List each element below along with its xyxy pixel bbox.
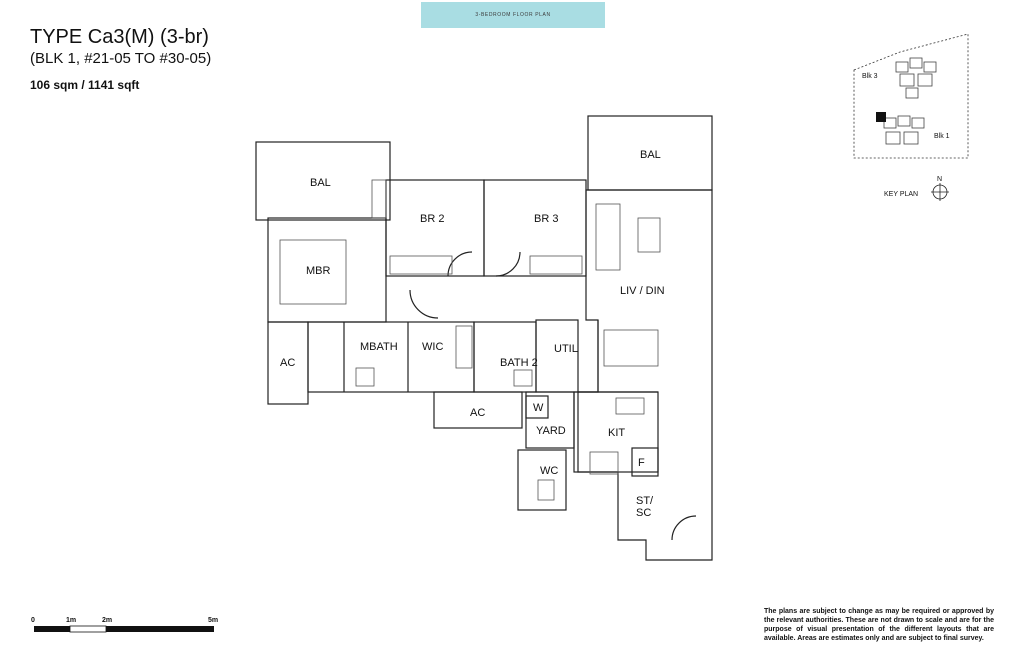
hob [589, 451, 619, 475]
room-label-liv-din: LIV / DIN [620, 285, 665, 297]
wardrobe-top [371, 179, 387, 219]
coffee-table [637, 217, 661, 253]
room-label-kit: KIT [608, 427, 625, 439]
scale-label-0: 0 [31, 617, 35, 624]
br3-bed [529, 255, 583, 275]
block-3-footprint [895, 57, 937, 99]
bedroom-3 [483, 179, 587, 277]
room-label-br2: BR 2 [420, 213, 444, 225]
room-label-bal-left: BAL [310, 177, 331, 189]
key-plan-blk3: Blk 3 [862, 73, 878, 80]
room-label-br3: BR 3 [534, 213, 558, 225]
wc-toilet [537, 479, 555, 501]
yard [525, 391, 575, 449]
key-plan-label: KEY PLAN [884, 191, 918, 198]
unit-type: TYPE Ca3(M) [30, 26, 155, 48]
room-label-yard: YARD [536, 425, 566, 437]
disclaimer: The plans are subject to change as may b… [764, 608, 994, 642]
master-bed [279, 239, 347, 305]
unit-type-title: TYPE Ca3(M) (3-br) [30, 26, 209, 49]
north-label: N [937, 176, 942, 183]
room-label-mbath: MBATH [360, 341, 398, 353]
scale-label-2m: 2m [102, 617, 112, 624]
fridge [631, 447, 659, 477]
room-label-st: ST/ [636, 495, 654, 507]
sofa [595, 203, 621, 271]
unit-area: 106 sqm / 1141 sqft [30, 78, 140, 92]
room-label-bath2: BATH 2 [500, 357, 538, 369]
floor-plan-banner: 3-BEDROOM FLOOR PLAN [421, 2, 605, 28]
utility-room [535, 319, 579, 393]
scale-bar: 0 1m 2m 5m [31, 617, 218, 633]
wic-shelf [455, 325, 473, 369]
master-bath-wic [307, 321, 475, 393]
wc [517, 449, 567, 511]
scale-label-5m: 5m [208, 617, 218, 624]
room-label-wc: WC [540, 465, 558, 477]
bedroom-2 [385, 179, 485, 277]
balcony-left [255, 141, 391, 221]
room-label-util: UTIL [554, 343, 578, 355]
unit-marker [876, 112, 886, 122]
room-label-sc: SC [636, 507, 651, 519]
room-label-w: W [533, 402, 544, 414]
scale-label-1m: 1m [66, 617, 76, 624]
bath2-toilet [513, 369, 533, 387]
room-label-bal-right: BAL [640, 149, 661, 161]
site-boundary [853, 33, 969, 159]
unit-blocks: (BLK 1, #21-05 TO #30-05) [30, 50, 212, 67]
kitchen-counter [615, 397, 645, 415]
floor-plan-walls [255, 115, 713, 561]
mbath-toilet [355, 367, 375, 387]
bedroom-count: (3-br) [160, 26, 209, 48]
room-label-wic: WIC [422, 341, 443, 353]
room-label-ac-bottom: AC [470, 407, 485, 419]
key-plan-blk1: Blk 1 [934, 133, 950, 140]
ac-ledge-bottom [433, 391, 523, 429]
room-label-f: F [638, 457, 645, 469]
washer [525, 395, 549, 419]
room-label-mbr: MBR [306, 265, 331, 277]
br2-bed [389, 255, 453, 275]
block-1-footprint [883, 115, 925, 145]
room-label-ac-left: AC [280, 357, 295, 369]
dining-table [603, 329, 659, 367]
furniture [279, 179, 661, 501]
key-plan: Blk 3 Blk 1 KEY PLAN N [853, 33, 969, 201]
